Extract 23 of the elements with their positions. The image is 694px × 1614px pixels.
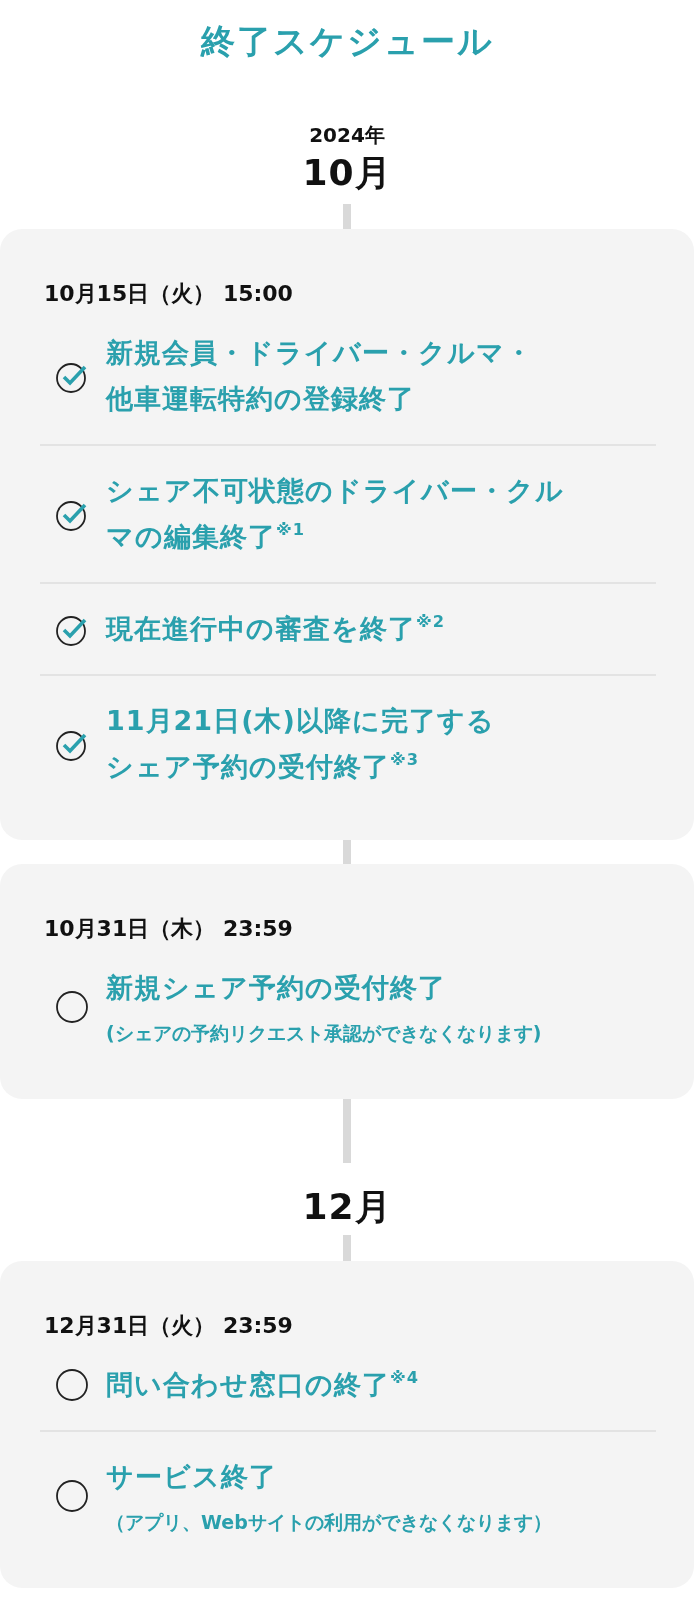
- schedule-card: [0, 1261, 694, 1588]
- page-title: 終了スケジュール: [200, 20, 494, 63]
- date-heading: 10月15日（火） 15:00: [44, 280, 293, 308]
- item-title: 新規シェア予約の受付終了: [106, 971, 446, 1005]
- item-note: （アプリ、Webサイトの利用ができなくなります）: [106, 1510, 552, 1535]
- item-title: 問い合わせ窓口の終了$^{※4}$: [106, 1366, 419, 1402]
- timeline-connector: [343, 1235, 351, 1261]
- timeline-connector: [343, 1099, 351, 1163]
- schedule-card: [0, 229, 694, 840]
- item-title: 現在進行中の審査を終了$^{※2}$: [106, 610, 445, 646]
- timeline-connector: [343, 840, 351, 864]
- date-heading: 12月31日（火） 23:59: [44, 1312, 293, 1340]
- month-label: 10月: [302, 151, 392, 195]
- item-title: シェア不可状態のドライバー・クルマの編集終了$^{※1}$: [106, 474, 565, 554]
- date-heading: 10月31日（木） 23:59: [44, 915, 293, 943]
- item-title: 11月21日(木)以降に完了するシェア予約の受付終了$^{※3}$: [106, 704, 496, 784]
- timeline-connector: [343, 204, 351, 229]
- item-title: サービス終了: [106, 1460, 277, 1494]
- item-title: 新規会員・ドライバー・クルマ・他車運転特約の登録終了: [106, 336, 534, 416]
- month-label: 12月: [302, 1185, 392, 1229]
- schedule-card: [0, 864, 694, 1099]
- item-note: (シェアの予約リクエスト承認ができなくなります): [106, 1021, 542, 1046]
- year-label: 2024年: [309, 122, 385, 149]
